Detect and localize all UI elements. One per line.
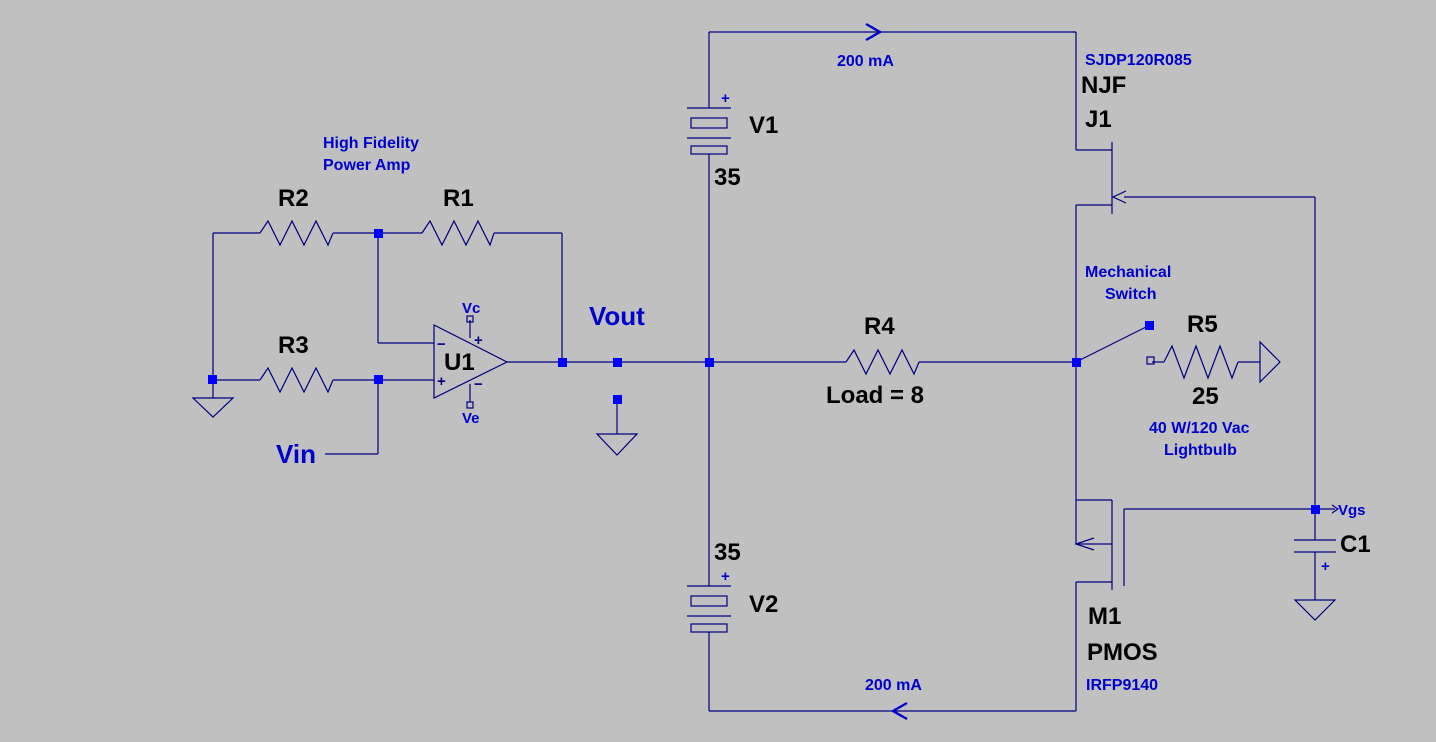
polarity-plus: + <box>1321 558 1330 575</box>
v2-value: 35 <box>714 539 741 566</box>
junction-dot <box>374 375 383 384</box>
m1-name: M1 <box>1088 603 1121 630</box>
opamp-supply-plus: + <box>474 332 483 349</box>
junction-dot <box>1072 358 1081 367</box>
ground-symbol <box>1293 599 1337 621</box>
opamp-supply-minus: − <box>474 376 483 393</box>
capacitor-c1[interactable] <box>1294 539 1336 553</box>
annotation-switch-line2: Switch <box>1105 286 1157 303</box>
resistor-r2[interactable] <box>259 219 334 247</box>
battery-v2[interactable] <box>687 585 731 633</box>
junction-dot <box>208 375 217 384</box>
u1-pin-ve: Ve <box>462 410 480 427</box>
annotation-switch-line1: Mechanical <box>1085 264 1171 281</box>
polarity-plus: + <box>721 90 730 107</box>
pmos-m1[interactable] <box>1074 499 1125 590</box>
j1-part: SJDP120R085 <box>1085 52 1192 69</box>
resistor-r1[interactable] <box>421 219 495 247</box>
current-arrow-right-icon <box>865 22 883 42</box>
junction-dot <box>705 358 714 367</box>
m1-part: IRFP9140 <box>1086 677 1158 694</box>
v1-name: V1 <box>749 112 778 139</box>
net-label-vout: Vout <box>589 301 645 331</box>
net-flag-arrow-icon <box>1331 504 1340 514</box>
resistor-r3[interactable] <box>259 366 334 394</box>
current-arrow-left-icon <box>890 701 908 721</box>
r5-name: R5 <box>1187 311 1218 338</box>
switch-contact <box>1146 356 1155 365</box>
u1-pin-vc: Vc <box>462 300 480 317</box>
junctions <box>208 229 1320 514</box>
ground-symbol <box>595 433 639 456</box>
resistor-r4[interactable] <box>845 348 920 376</box>
annotation-current-top: 200 mA <box>837 53 894 70</box>
junction-dot <box>613 395 622 404</box>
net-label-vin: Vin <box>276 439 316 469</box>
j1-type: NJF <box>1081 72 1126 99</box>
r4-value: Load = 8 <box>826 382 924 409</box>
polarity-plus: + <box>721 568 730 585</box>
c1-name: C1 <box>1340 531 1371 558</box>
r5-value: 25 <box>1192 383 1219 410</box>
r3-name: R3 <box>278 332 309 359</box>
opamp-u1[interactable] <box>433 315 509 409</box>
r2-name: R2 <box>278 185 309 212</box>
r1-name: R1 <box>443 185 474 212</box>
opamp-minus-input: − <box>437 336 446 353</box>
j1-name: J1 <box>1085 106 1112 133</box>
m1-type: PMOS <box>1087 639 1158 666</box>
battery-v1[interactable] <box>687 107 731 155</box>
opamp-plus-input: + <box>437 373 446 390</box>
annotation-bulb-line1: 40 W/120 Vac <box>1149 420 1250 437</box>
resistor-r5[interactable] <box>1163 344 1239 380</box>
v2-name: V2 <box>749 591 778 618</box>
annotation-amp-line2: Power Amp <box>323 157 411 174</box>
junction-dot <box>374 229 383 238</box>
u1-name: U1 <box>444 349 475 376</box>
junction-dot <box>558 358 567 367</box>
ground-symbol <box>1259 340 1281 384</box>
annotation-amp-line1: High Fidelity <box>323 135 419 152</box>
r4-name: R4 <box>864 313 895 340</box>
annotation-current-bottom: 200 mA <box>865 677 922 694</box>
junction-dot <box>1311 505 1320 514</box>
ground-symbol <box>191 397 235 418</box>
annotation-bulb-line2: Lightbulb <box>1164 442 1237 459</box>
junction-dot <box>613 358 622 367</box>
junction-dot <box>1145 321 1154 330</box>
jfet-j1[interactable] <box>1076 142 1127 214</box>
net-label-vgs: Vgs <box>1338 502 1366 519</box>
switch-blade <box>1075 325 1149 363</box>
v1-value: 35 <box>714 164 741 191</box>
